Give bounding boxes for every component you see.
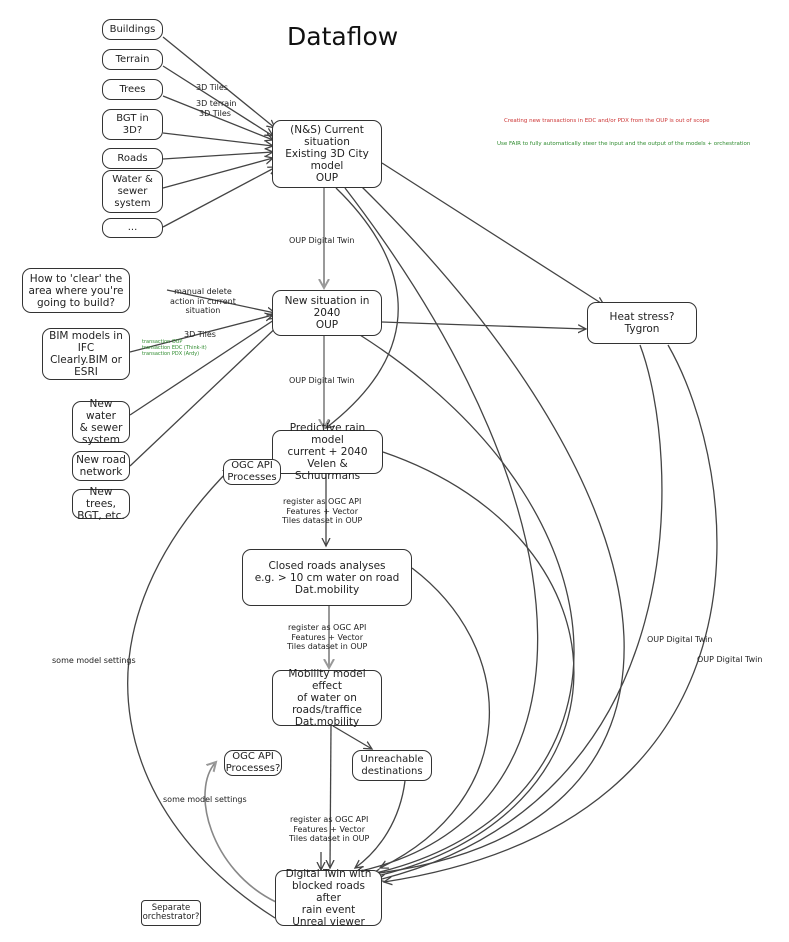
node-clear-area[interactable]: How to 'clear' the area where you're goi… xyxy=(22,268,130,313)
node-closed-roads[interactable]: Closed roads analyses e.g. > 10 cm water… xyxy=(242,549,412,606)
label-manual-delete: manual delete action in current situatio… xyxy=(170,287,236,315)
edge-heat-twin-b xyxy=(384,344,718,882)
edge-current-heat xyxy=(381,162,604,305)
note-fair: Use FAIR to fully automatically steer th… xyxy=(497,141,750,147)
label-oup-dt-3: OUP Digital Twin xyxy=(647,635,713,644)
note-out-of-scope-text: Creating new transactions in EDC and/or … xyxy=(504,118,710,124)
label-register-2: register as OGC API Features + Vector Ti… xyxy=(287,623,368,651)
edge-water-current xyxy=(162,158,273,189)
node-buildings[interactable]: Buildings xyxy=(102,19,163,40)
edge-closed-twin xyxy=(380,567,490,868)
label-3d-terrain: 3D terrain xyxy=(196,99,237,108)
node-rain-model[interactable]: Predictive rain model current + 2040 Vel… xyxy=(272,422,383,482)
node-trees[interactable]: Trees xyxy=(102,79,163,100)
node-bim-models[interactable]: BIM models in IFC Clearly.BIM or ESRI xyxy=(42,328,130,380)
node-unreachable[interactable]: Unreachable destinations xyxy=(352,750,432,781)
label-model-settings-2: some model settings xyxy=(163,795,247,804)
node-water-sewer[interactable]: Water & sewer system xyxy=(102,170,163,213)
note-out-of-scope: Creating new transactions in EDC and/or … xyxy=(504,118,709,124)
node-heat-stress[interactable]: Heat stress? Tygron xyxy=(587,302,697,344)
node-digital-twin[interactable]: Digital Twin with blocked roads after ra… xyxy=(275,868,382,928)
label-3d-tiles-1: 3D Tiles xyxy=(196,83,228,92)
edge-more-current xyxy=(162,167,276,228)
edge-mobility-twin xyxy=(330,725,331,868)
label-3d-tiles-3: 3D Tiles xyxy=(184,330,216,339)
node-new-water[interactable]: New water & sewer system xyxy=(72,398,130,446)
label-3d-tiles-2: 3D Tiles xyxy=(199,109,231,118)
node-ogc-processes-2[interactable]: OGC API Processes? xyxy=(224,750,282,776)
node-new-trees[interactable]: New trees, BGT, etc. xyxy=(72,486,130,522)
node-mobility-model[interactable]: Mobility model effect of water on roads/… xyxy=(272,668,382,728)
node-terrain[interactable]: Terrain xyxy=(102,49,163,70)
edge-rain-twin xyxy=(368,451,575,878)
node-current-situation[interactable]: (N&S) Current situation Existing 3D City… xyxy=(272,120,382,188)
edge-roads-current xyxy=(162,152,273,160)
node-new-situation[interactable]: New situation in 2040 OUP xyxy=(272,290,382,336)
node-bgt[interactable]: BGT in 3D? xyxy=(102,109,163,140)
node-new-road[interactable]: New road network xyxy=(72,451,130,481)
label-register-3: register as OGC API Features + Vector Ti… xyxy=(289,815,370,843)
node-roads[interactable]: Roads xyxy=(102,148,163,169)
edge-heat-twin-a xyxy=(378,344,663,880)
label-oup-dt-1: OUP Digital Twin xyxy=(289,236,355,245)
edge-mobility-unreachable xyxy=(332,725,372,749)
label-oup-dt-4: OUP Digital Twin xyxy=(697,655,763,664)
edge-new-heat xyxy=(381,321,586,329)
node-ogc-processes[interactable]: OGC API Processes xyxy=(223,459,281,485)
label-oup-dt-2: OUP Digital Twin xyxy=(289,376,355,385)
label-model-settings-1: some model settings xyxy=(52,656,136,665)
label-register-1: register as OGC API Features + Vector Ti… xyxy=(282,497,363,525)
edge-twin-ogc1 xyxy=(127,468,276,919)
node-more[interactable]: ... xyxy=(102,218,163,238)
edge-twin-ogc2 xyxy=(204,762,277,903)
note-fair-text: Use FAIR to fully automatically steer th… xyxy=(497,141,751,147)
edge-bgt-current xyxy=(162,132,273,146)
node-orchestrator[interactable]: Separate orchestrator? xyxy=(141,900,201,926)
label-transactions: transaction OUP transaction EDC (Think-i… xyxy=(142,339,207,357)
page-title: Dataflow xyxy=(287,22,399,51)
